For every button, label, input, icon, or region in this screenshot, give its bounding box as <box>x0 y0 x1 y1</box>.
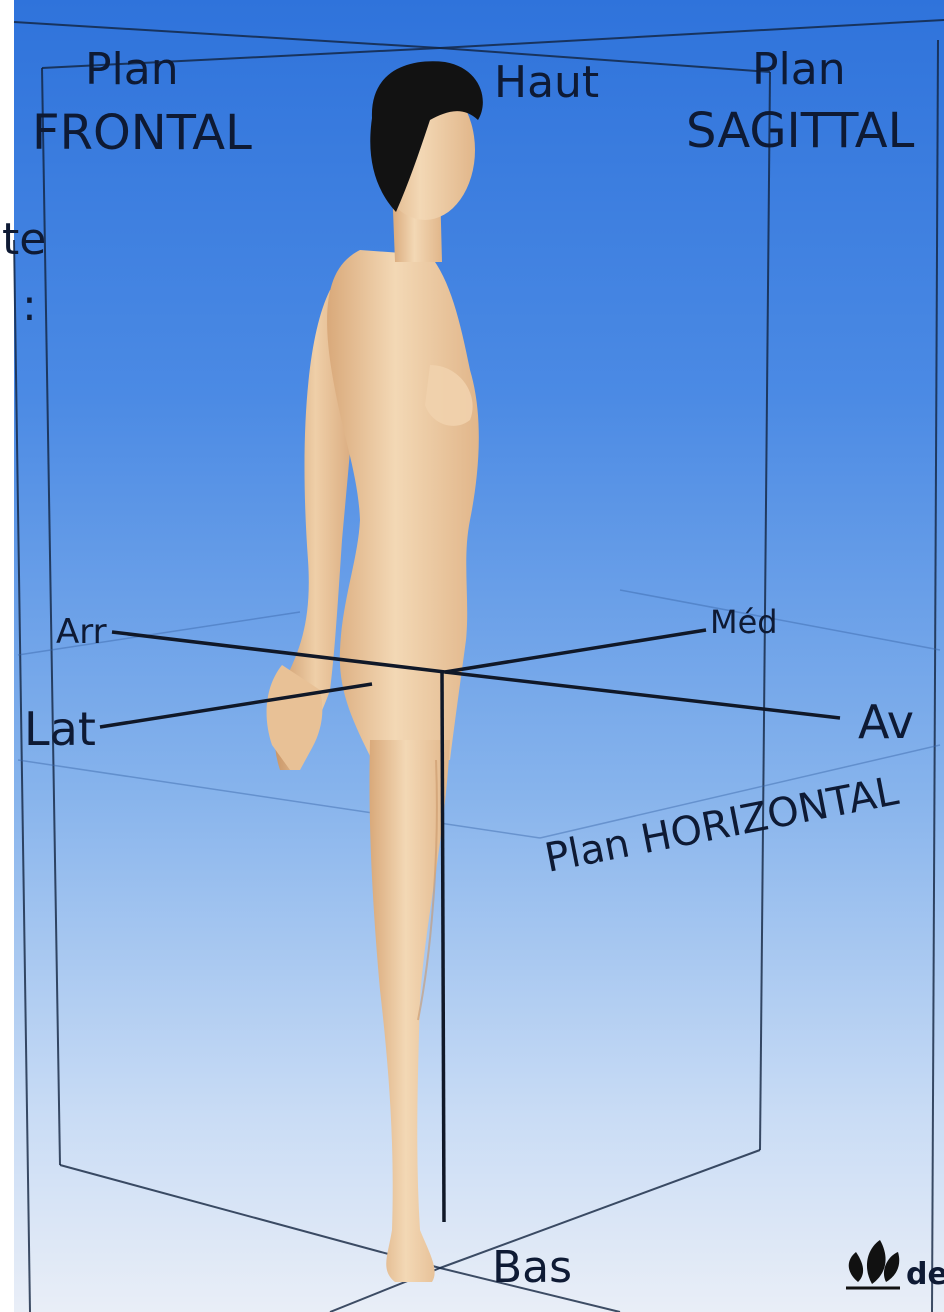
arr-label: Arr <box>56 612 107 652</box>
av-label: Av <box>858 695 914 749</box>
frontal-plan-label: Plan <box>85 44 179 95</box>
bas-label: Bas <box>492 1242 572 1293</box>
logo-partial-text: de <box>906 1257 944 1292</box>
sagittal-plan-label: Plan <box>752 44 846 95</box>
sagittal-name-label: SAGITTAL <box>686 103 915 159</box>
cut-off-text: te <box>2 214 46 265</box>
cut-off-colon: : <box>22 280 37 331</box>
haut-label: Haut <box>494 57 599 108</box>
lat-label: Lat <box>24 702 96 756</box>
lotus-logo-icon <box>846 1240 900 1288</box>
direction-axes <box>100 630 840 727</box>
vertical-axis <box>442 670 444 1222</box>
frontal-name-label: FRONTAL <box>32 105 252 161</box>
med-label: Méd <box>710 603 778 641</box>
